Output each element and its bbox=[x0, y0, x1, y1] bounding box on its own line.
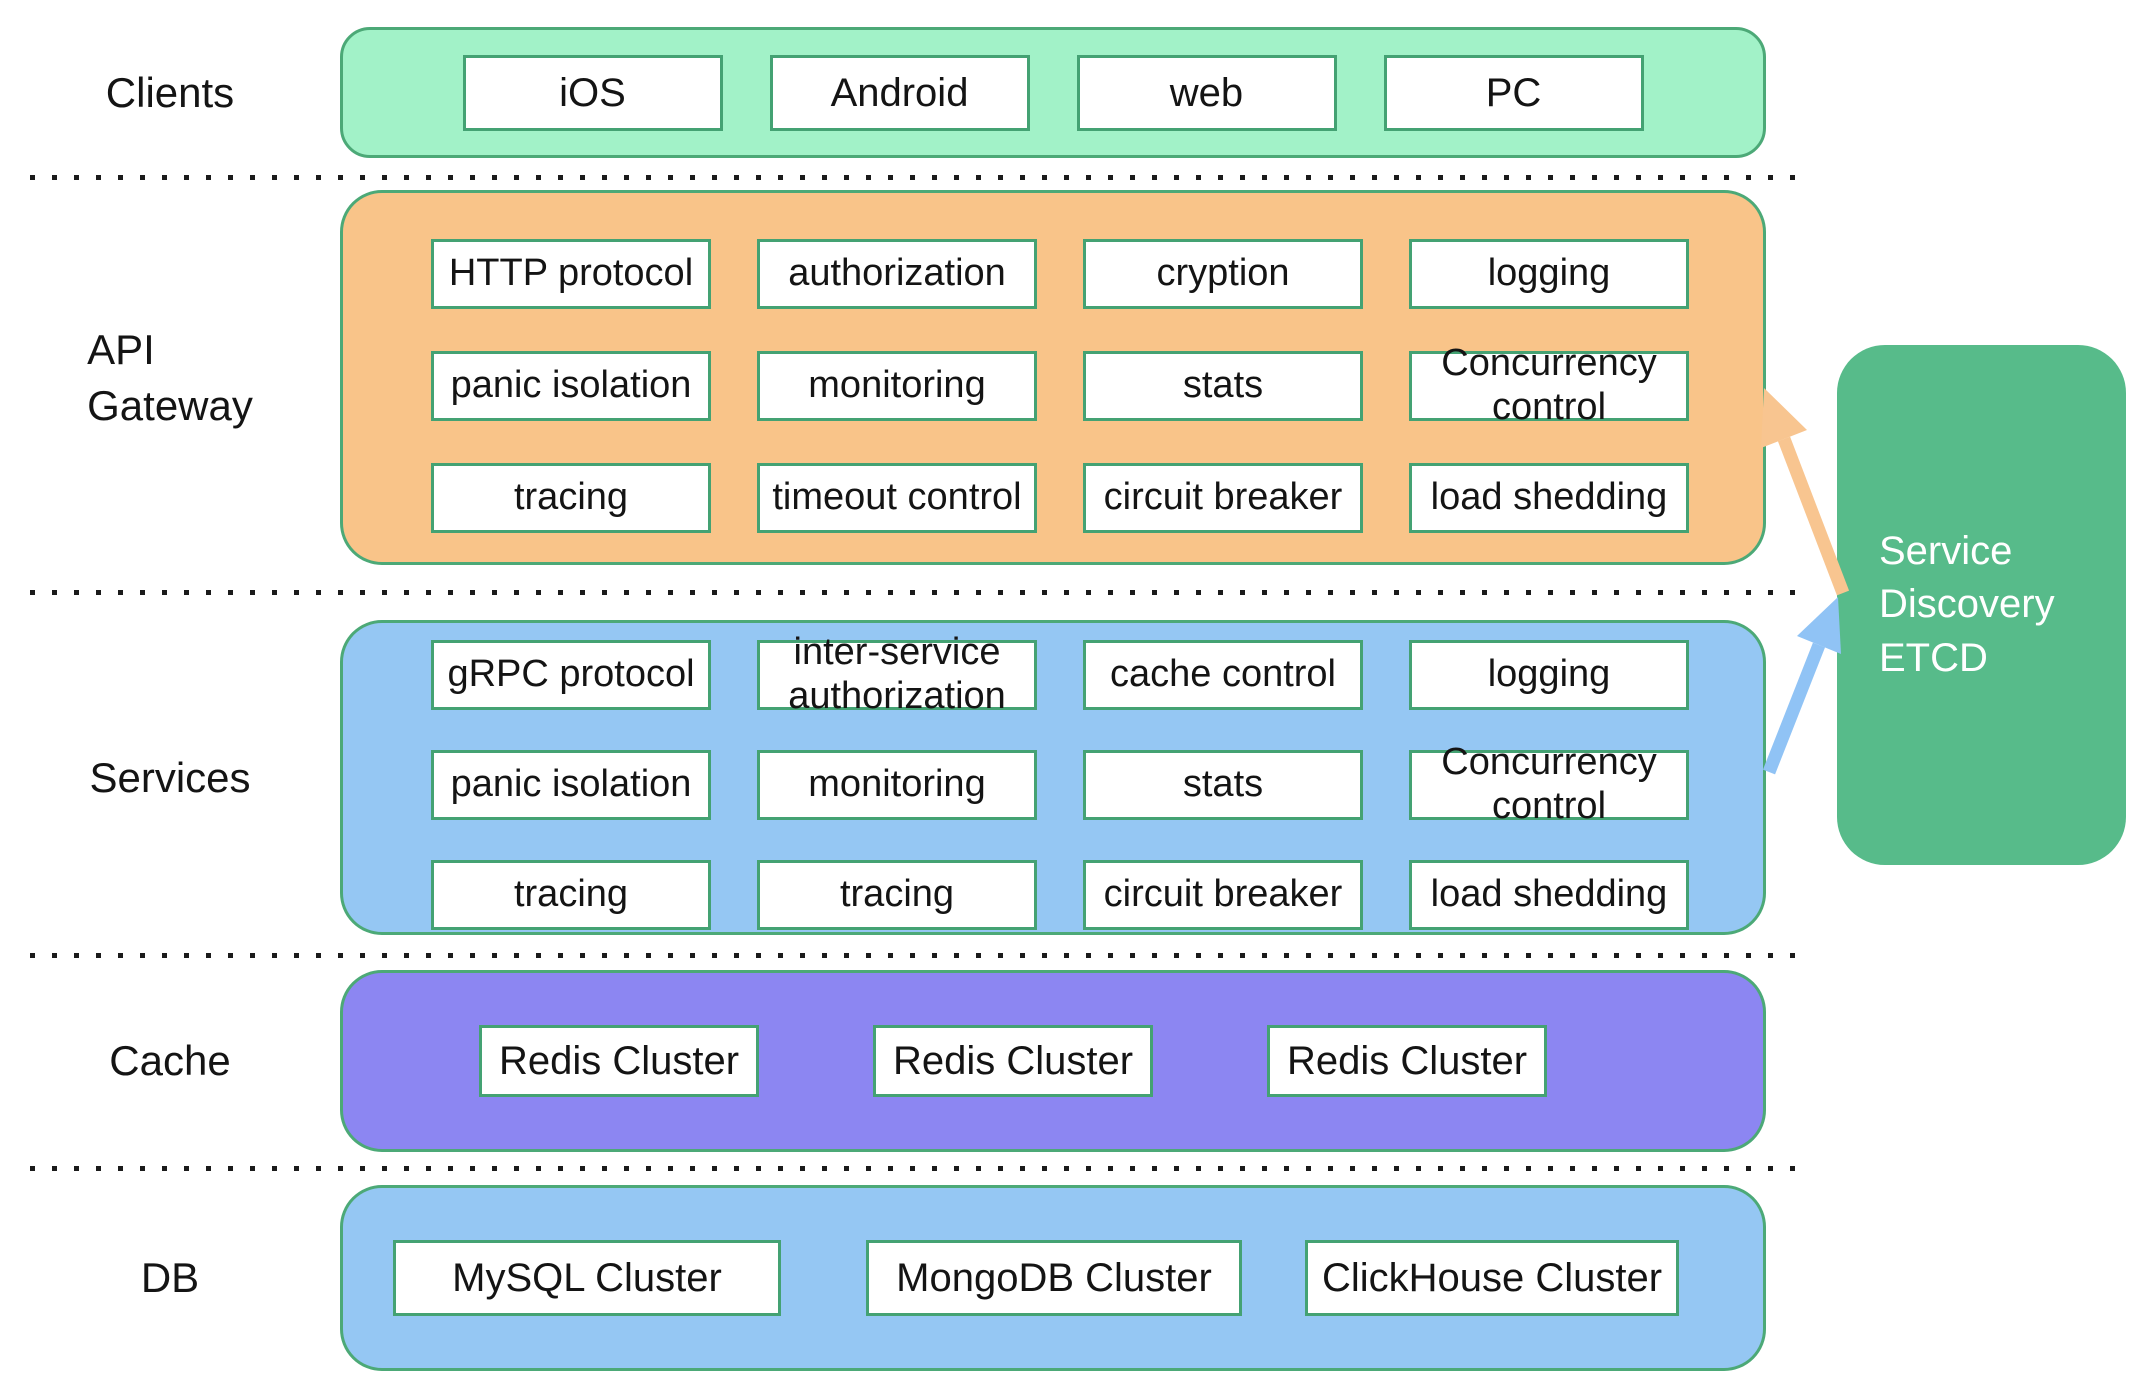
label-cache-text: Cache bbox=[109, 1037, 231, 1085]
box-circuit-breaker-services: circuit breaker bbox=[1083, 860, 1363, 930]
box-grpc-protocol: gRPC protocol bbox=[431, 640, 711, 710]
cache-band: Redis Cluster Redis Cluster Redis Cluste… bbox=[340, 970, 1766, 1152]
box-logging-services: logging bbox=[1409, 640, 1689, 710]
label-clients-text: Clients bbox=[105, 68, 235, 116]
box-circuit-breaker-gateway: circuit breaker bbox=[1083, 463, 1363, 533]
arrow-services-etcd-head bbox=[1797, 597, 1841, 654]
box-redis-cluster-3: Redis Cluster bbox=[1267, 1025, 1547, 1097]
gateway-row-1: HTTP protocol authorization cryption log… bbox=[431, 239, 1763, 309]
box-authorization: authorization bbox=[757, 239, 1037, 309]
label-services: Services bbox=[10, 620, 330, 935]
box-inter-service-authorization: inter-service authorization bbox=[757, 631, 1037, 717]
box-tracing-services-2: tracing bbox=[757, 860, 1037, 930]
box-ios: iOS bbox=[462, 54, 723, 131]
box-stats-services: stats bbox=[1083, 750, 1363, 820]
label-db: DB bbox=[10, 1185, 330, 1371]
box-logging-gateway: logging bbox=[1409, 239, 1689, 309]
box-load-shedding-gateway: load shedding bbox=[1409, 463, 1689, 533]
box-web: web bbox=[1076, 54, 1337, 131]
label-db-text: DB bbox=[140, 1254, 200, 1302]
box-tracing-services-1: tracing bbox=[431, 860, 711, 930]
arrow-gateway-etcd-shaft bbox=[1777, 436, 1850, 596]
box-monitoring-services: monitoring bbox=[757, 750, 1037, 820]
box-mysql-cluster: MySQL Cluster bbox=[393, 1240, 781, 1316]
label-api-gateway: API Gateway bbox=[10, 190, 330, 565]
box-android: Android bbox=[769, 54, 1030, 131]
box-timeout-control: timeout control bbox=[757, 463, 1037, 533]
gateway-row-3: tracing timeout control circuit breaker … bbox=[431, 463, 1763, 533]
box-panic-isolation-services: panic isolation bbox=[431, 750, 711, 820]
box-cache-control: cache control bbox=[1083, 640, 1363, 710]
api-gateway-band: HTTP protocol authorization cryption log… bbox=[340, 190, 1766, 565]
box-mongodb-cluster: MongoDB Cluster bbox=[866, 1240, 1242, 1316]
separator-cache-db bbox=[30, 1166, 1800, 1171]
box-clickhouse-cluster: ClickHouse Cluster bbox=[1305, 1240, 1679, 1316]
box-concurrency-control-services: Concurrency control bbox=[1409, 741, 1689, 827]
separator-gateway-services bbox=[30, 590, 1800, 595]
service-discovery-box: Service Discovery ETCD bbox=[1837, 345, 2126, 865]
box-redis-cluster-1: Redis Cluster bbox=[479, 1025, 759, 1097]
box-concurrency-control-gateway: Concurrency control bbox=[1409, 342, 1689, 428]
gateway-row-2: panic isolation monitoring stats Concurr… bbox=[431, 342, 1763, 428]
clients-band: iOS Android web PC bbox=[340, 27, 1766, 158]
services-band: gRPC protocol inter-service authorizatio… bbox=[340, 620, 1766, 935]
box-stats-gateway: stats bbox=[1083, 351, 1363, 421]
service-discovery-label: Service Discovery ETCD bbox=[1879, 529, 2055, 680]
services-row-2: panic isolation monitoring stats Concurr… bbox=[431, 741, 1763, 827]
box-panic-isolation-gateway: panic isolation bbox=[431, 351, 711, 421]
box-http-protocol: HTTP protocol bbox=[431, 239, 711, 309]
services-row-1: gRPC protocol inter-service authorizatio… bbox=[431, 631, 1763, 717]
box-monitoring-gateway: monitoring bbox=[757, 351, 1037, 421]
box-cryption: cryption bbox=[1083, 239, 1363, 309]
separator-clients-gateway bbox=[30, 175, 1800, 180]
services-row-3: tracing tracing circuit breaker load she… bbox=[431, 860, 1763, 930]
label-cache: Cache bbox=[10, 970, 330, 1152]
box-tracing-gateway: tracing bbox=[431, 463, 711, 533]
label-services-text: Services bbox=[89, 753, 251, 801]
label-api-gateway-text: API Gateway bbox=[87, 326, 253, 429]
box-pc: PC bbox=[1383, 54, 1644, 131]
db-band: MySQL Cluster MongoDB Cluster ClickHouse… bbox=[340, 1185, 1766, 1371]
arrow-services-etcd-shaft bbox=[1762, 642, 1826, 775]
box-load-shedding-services: load shedding bbox=[1409, 860, 1689, 930]
arrow-gateway-etcd-head bbox=[1761, 388, 1807, 448]
label-clients: Clients bbox=[10, 27, 330, 158]
separator-services-cache bbox=[30, 953, 1800, 958]
box-redis-cluster-2: Redis Cluster bbox=[873, 1025, 1153, 1097]
